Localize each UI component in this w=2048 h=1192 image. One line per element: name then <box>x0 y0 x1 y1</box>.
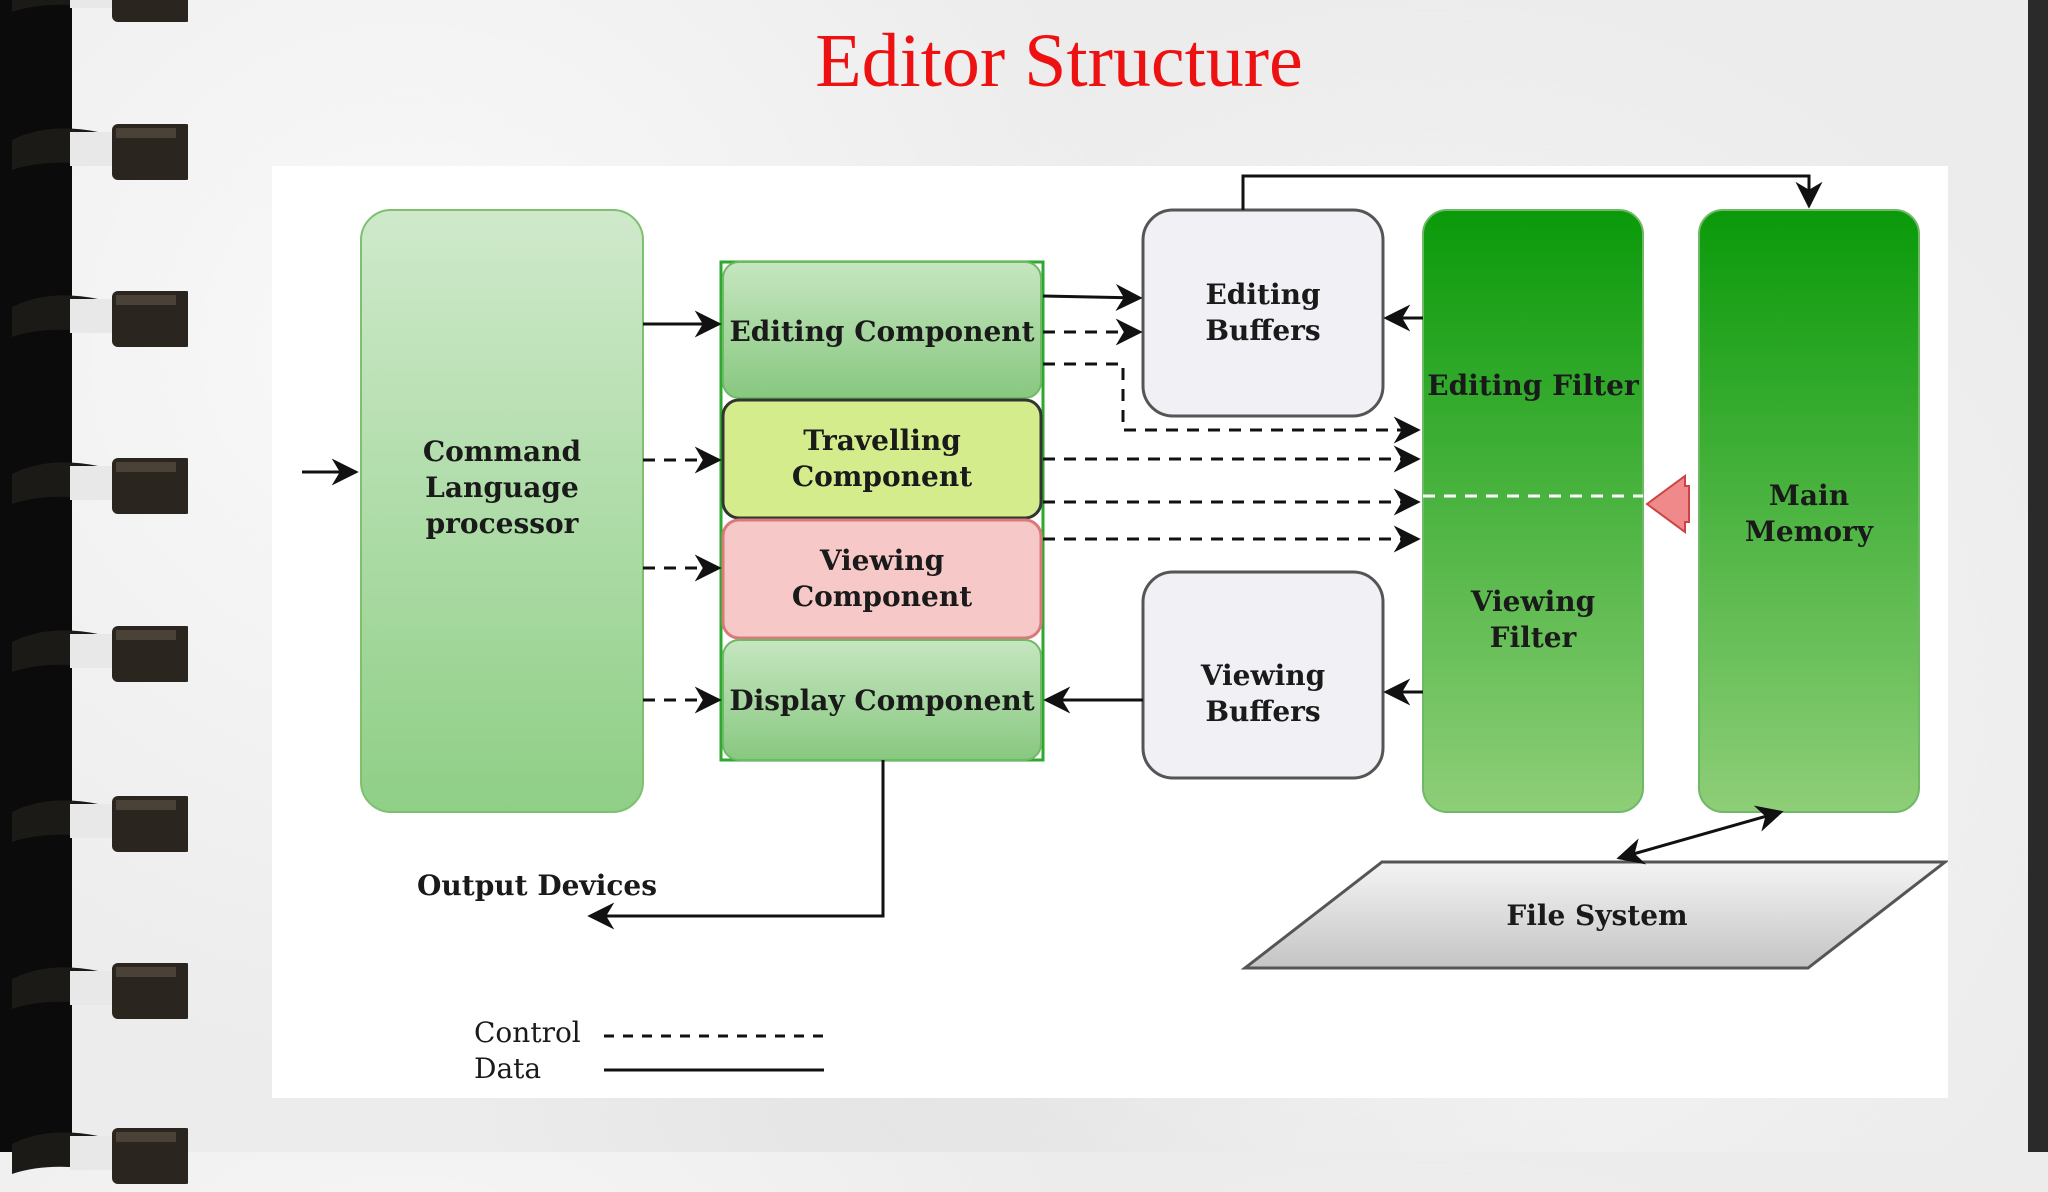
editing-filter-label: Editing Filter <box>1427 369 1639 402</box>
main-memory-box <box>1698 209 1920 813</box>
display-component-label: Display Component <box>729 684 1035 717</box>
editing-component-box <box>722 261 1042 399</box>
ctrl-editing-to-filter <box>1043 362 1421 444</box>
travelling-component-box <box>721 398 1043 520</box>
binding-ring <box>12 291 188 347</box>
filter-box <box>1422 209 1644 813</box>
command-processor-label: Command Language processor <box>422 435 582 540</box>
binding-ring <box>12 458 188 514</box>
viewing-filter-label: Viewing Filter <box>1470 585 1596 654</box>
page-edge <box>2028 0 2048 1152</box>
viewing-buffers-label: Viewing Buffers <box>1200 659 1326 728</box>
editing-component-label: Editing Component <box>729 315 1035 348</box>
viewing-component-label: Viewing Component <box>791 544 973 613</box>
arrow-buffers-to-memory <box>1241 174 1823 210</box>
output-devices-label: Output Devices <box>417 869 657 902</box>
command-processor-box <box>360 209 644 813</box>
binding-ring <box>12 1128 188 1184</box>
arrow-display-to-output <box>587 760 885 930</box>
memory-pointer-marker <box>1645 474 1690 534</box>
legend-control-label: Control <box>474 1016 581 1049</box>
viewing-buffers-box <box>1141 570 1385 780</box>
notebook-binding <box>0 0 72 1152</box>
page-title: Editor Structure <box>815 19 1303 103</box>
viewing-component-box <box>721 518 1043 640</box>
main-memory-label: Main Memory <box>1744 479 1874 548</box>
binding-ring <box>12 796 188 852</box>
editing-buffers-box <box>1141 208 1385 418</box>
arrow-memory-file-system <box>1616 805 1784 865</box>
arrow-editing-to-buffers <box>1042 284 1143 311</box>
travelling-component-label: Travelling Component <box>791 424 973 493</box>
editing-buffers-label: Editing Buffers <box>1205 278 1321 347</box>
diagram-canvas <box>302 174 1948 1072</box>
editor-structure-diagram: Command Language processor Editing Compo… <box>272 166 1948 1098</box>
legend-data-label: Data <box>474 1052 542 1085</box>
binding-ring <box>12 0 188 22</box>
file-system-shape <box>1240 860 1948 970</box>
binding-ring <box>12 626 188 682</box>
file-system-label: File System <box>1506 899 1688 932</box>
binding-ring <box>12 963 188 1019</box>
binding-ring <box>12 124 188 180</box>
